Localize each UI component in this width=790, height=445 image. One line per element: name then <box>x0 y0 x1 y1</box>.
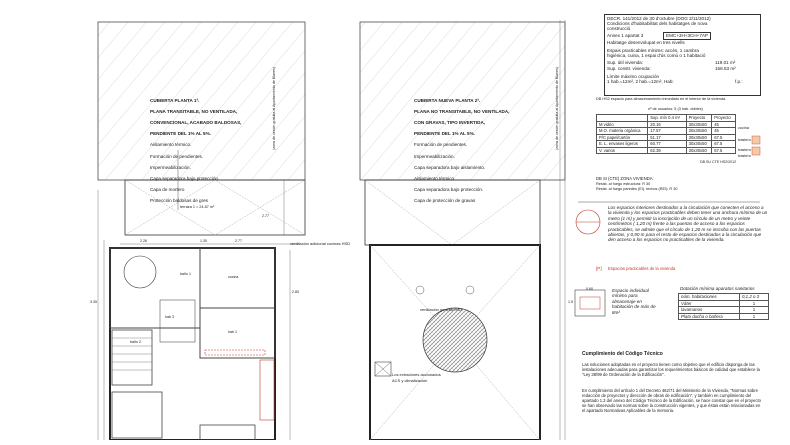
decree-line: Annex 1 apartat 3 <box>607 33 644 38</box>
right-side-label: (zona de cesión gratuita al Ayuntamiento… <box>555 66 559 150</box>
decree-box: DECR. 141/2012 de 30 d'octubre (DOG 2/11… <box>604 14 761 96</box>
right-roof-line: PENDIENTE DEL 1% AL 5%. <box>414 131 475 137</box>
decree-code: EMC+3H+3CH+7AP <box>663 32 712 40</box>
dim-label: 1.30 <box>200 239 207 243</box>
left-terrace-label: terraza 1 = 24.87 m² <box>180 205 215 209</box>
vent-table: Sup. mín 0.4 m² Proyecto Proyecto M vidr… <box>595 114 736 154</box>
room-label: cocina <box>228 275 239 279</box>
sup-constr-value: 158.53 m² <box>715 66 736 71</box>
vent-header: Sup. mín 0.4 m² <box>647 114 687 122</box>
room-label: hab 3 <box>165 315 174 319</box>
vent-side: trastero <box>738 138 751 142</box>
decree-sub: 1 hab.=12m², 2 hab.=12m², Hab: <box>607 79 674 84</box>
right-plan <box>359 20 566 441</box>
si-line: Resist. al fuego estructura: R 30 <box>596 182 651 186</box>
left-roof-note: CUBIERTA PLANTA 1ª. PLANA TRANSITABLE, N… <box>150 92 260 204</box>
decree-sub: Límite máximo ocupación <box>607 74 660 79</box>
right-bottom-label-1: Los extractores accionados <box>392 372 441 377</box>
left-roof-line: PLANA TRANSITABLE, NO VENTILADA, <box>150 108 238 114</box>
left-roof-line: PENDIENTE DEL 1% AL 5%. <box>150 131 211 137</box>
vent-cell: 67.5 <box>711 146 736 154</box>
right-roof-line: Formación de pendientes. <box>414 142 468 148</box>
vent-subcaption: nº de usuarios: 5 (3 hab. dobles) <box>648 107 703 111</box>
right-roof-title: CUBIERTA NUEVA PLANTA 2ª. <box>414 97 481 103</box>
room-label: baño 2 <box>130 340 141 344</box>
left-plan <box>97 21 306 441</box>
vent-side: trastero <box>738 154 751 158</box>
right-roof-line: Capa separadora bajo aislamiento. <box>414 164 486 170</box>
sanitary-cell: Plato ducha o bañera <box>678 312 740 320</box>
sanitary-cell: 1 <box>739 312 769 320</box>
access-legend-key: [P] <box>596 266 602 271</box>
table-row: V. varios 62.39 30x30x50 67.5 <box>595 146 736 154</box>
decree-sub: higiènica, cuina, 1 espai d'ús comú o 1 … <box>607 53 706 58</box>
left-side-label: (zona de cesión gratuita al Ayuntamiento… <box>272 66 276 150</box>
left-roof-line: Impermeabilización. <box>150 164 191 170</box>
tech-code-p1: Las soluciones adoptadas en el proyecto … <box>582 362 760 377</box>
room-label: baño 1 <box>180 272 191 276</box>
decree-sub: Sup. útil vivienda: <box>607 60 644 65</box>
tech-code-p2: En cumplimiento del artículo 1 del Decre… <box>582 388 761 413</box>
sanitary-title: Dotación mínima aparatos sanitarios <box>680 286 755 291</box>
vent-cell: V. varios <box>595 146 649 154</box>
right-roof-line: Capa separadora bajo protección. <box>414 187 484 193</box>
gravel-patch <box>422 307 488 373</box>
dim-label: 2.26 <box>140 239 147 243</box>
vent-caption: DB HS2 espacio para almacenamiento inmed… <box>596 97 727 101</box>
storage-dim: 0.60 <box>586 287 593 291</box>
table-row: M vidrio 20.16 30x30x50 45 <box>595 120 736 128</box>
storage-box-symbol <box>574 289 606 317</box>
vent-footer: DB SU CTE HS2/2012 <box>700 160 737 164</box>
right-roof-line: PLANA NO TRANSITABLE, NO VENTILADA, <box>414 108 510 114</box>
decree-sub: Sup. constr. vivienda: <box>607 66 651 71</box>
dim-label: 2.80 <box>292 290 299 294</box>
right-roof-line: Capa de protección de gravas <box>414 198 476 204</box>
si-line: Resist. al fuego paredes (EI), techos (R… <box>596 187 678 191</box>
left-roof-line: Capa separadora bajo protección. <box>150 175 220 181</box>
storage-note: Espacio individual mínimo para almacenaj… <box>612 288 656 315</box>
dim-label: 2.77 <box>235 239 242 243</box>
left-ceded-zone <box>97 21 306 181</box>
left-roof-line: Aislamiento térmico. <box>150 142 192 148</box>
right-bottom-label-2: ACS y climatización <box>392 378 428 383</box>
vent-side: cocina <box>738 126 749 130</box>
si-line: DB SI (CTE) ZONA VIVIENDA: <box>596 176 654 181</box>
right-roof-line: Impermeabilización. <box>414 153 455 159</box>
left-vent-label: ventilación adicional cocinas HSD <box>290 241 351 246</box>
decree-sub: Habitatge desenvolupat en tres nivells <box>607 40 685 45</box>
access-legend: Espacios practicables de la vivienda <box>608 266 676 271</box>
vent-cell: 20.16 <box>647 120 687 128</box>
left-roof-line: Capa de mortero <box>150 187 185 193</box>
dim-label: 3.35 <box>90 300 97 304</box>
decree-line: DECR. 141/2012 de 30 d'octubre (DOG 2/11… <box>607 16 711 21</box>
vent-cell: 45 <box>711 120 736 128</box>
decree-line: Condicions d'habitabilitat dels habitatg… <box>607 21 708 26</box>
right-roof-line: Aislamiento térmico. <box>414 175 456 181</box>
vent-cell: 30x30x50 <box>685 146 713 154</box>
left-roof-title: CUBIERTA PLANTA 1ª. <box>150 97 200 103</box>
vent-header: Proyecto <box>711 114 736 122</box>
sup-util-value: 119.01 m² <box>715 60 736 65</box>
tech-code-title: Cumplimiento del Código Técnico <box>582 351 663 357</box>
storage-dim: 1.5 <box>568 300 573 304</box>
right-roof-note: CUBIERTA NUEVA PLANTA 2ª. PLANA NO TRANS… <box>414 92 534 204</box>
right-roof-line: CON GRAVAS, TIPO INVERTIDA, <box>414 119 486 125</box>
decree-sub: Espais practicables mínims: accés, 1 cam… <box>607 48 699 53</box>
vent-side: trastero <box>738 148 751 152</box>
vent-cell: M.O. materia orgánica <box>595 127 649 135</box>
fp-label: f.p.: <box>735 79 743 84</box>
table-row: Plato ducha o bañera 1 <box>678 312 769 320</box>
decree-line: construcció <box>607 26 631 31</box>
access-note: Los espacios interiores destinados a la … <box>608 205 768 243</box>
left-roof-line: CONVENCIONAL, ACABADO BALDOSAS, <box>150 119 242 125</box>
room-label: hab 1 <box>228 330 237 334</box>
vent-cell: 62.39 <box>647 146 687 154</box>
right-vent-label: ventilación general HS3 <box>420 307 463 312</box>
dim-label: 2.77 <box>262 214 269 218</box>
left-roof-line: Formación de pendientes. <box>150 153 204 159</box>
left-roof-line: Protección baldosas de gres <box>150 198 208 204</box>
sanitary-table: núm. habitaciones 0,1,2 o 3 Váter 1 lava… <box>678 293 769 320</box>
